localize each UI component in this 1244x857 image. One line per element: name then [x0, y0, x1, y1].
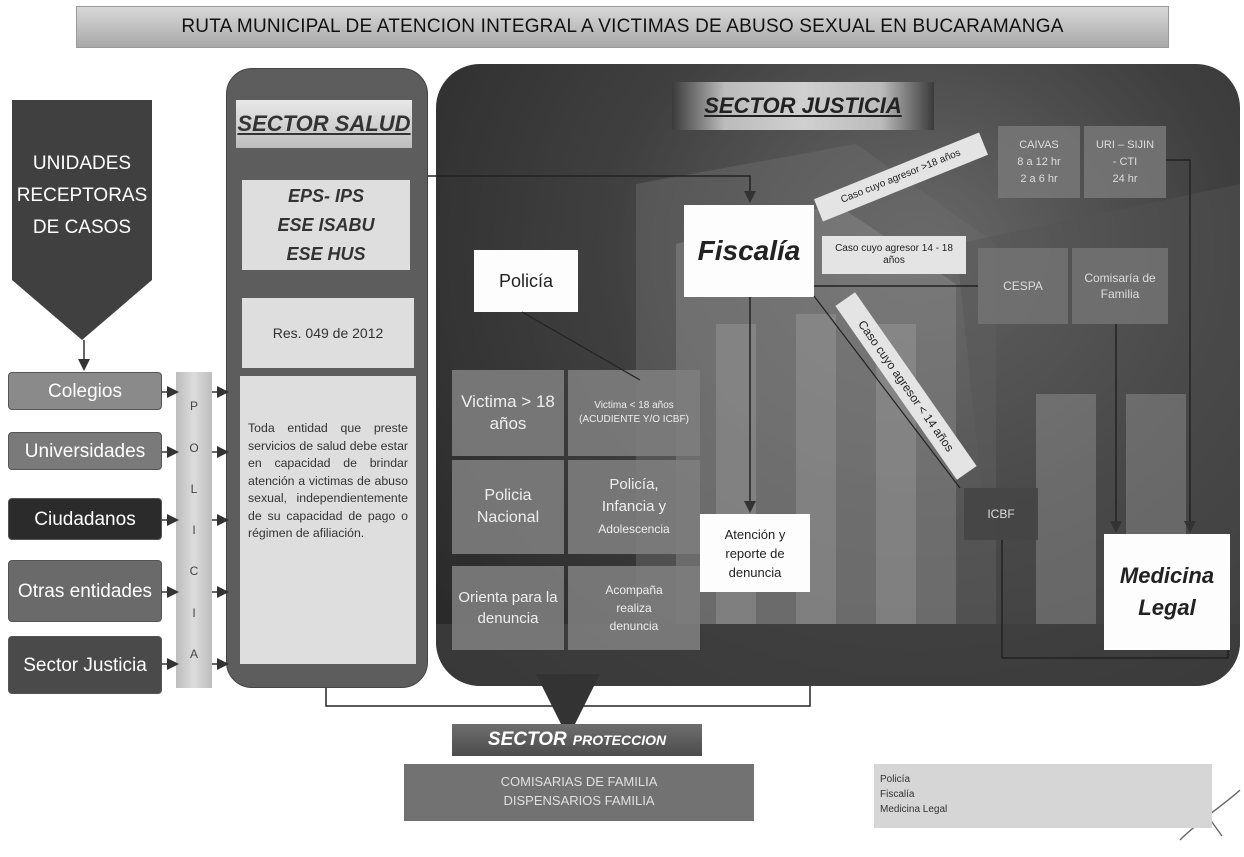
legend-item: Policía	[880, 774, 911, 785]
unidades-line-2: RECEPTORAS	[16, 185, 148, 206]
uri-line: 24 hr	[1112, 172, 1138, 185]
receptora-universidades: Universidades	[8, 432, 162, 470]
victima-mayor-box: Victima > 18 años	[452, 370, 564, 456]
policia-nacional-box: Policia Nacional	[452, 460, 564, 554]
policia-letter: A	[189, 646, 198, 661]
proteccion-title-bold: SECTOR	[487, 729, 567, 750]
legend-box: Policía Fiscalía Medicina Legal	[874, 764, 1212, 828]
sector-salud-title: SECTOR SALUD	[236, 100, 412, 148]
uri-line: URI – SIJIN	[1095, 138, 1155, 151]
salud-entity: EPS- IPS	[287, 186, 365, 206]
page-title: RUTA MUNICIPAL DE ATENCION INTEGRAL A VI…	[76, 6, 1169, 48]
proteccion-line: DISPENSARIOS FAMILIA	[503, 793, 655, 808]
policia-letter: O	[189, 440, 199, 455]
medicina-legal-line: Legal	[1138, 595, 1196, 620]
receptora-otras-entidades: Otras entidades	[8, 560, 162, 622]
unidades-receptoras-shape: UNIDADES RECEPTORAS DE CASOS	[12, 100, 152, 340]
policia-letter: L	[190, 481, 198, 496]
comisaria-box: Comisaría de Familia	[1072, 248, 1168, 324]
policia-infancia-line: Policía,	[609, 476, 659, 493]
acompana-box: Acompaña realiza denuncia	[568, 566, 700, 650]
salud-note: Toda entidad que preste servicios de sal…	[240, 376, 416, 664]
sector-proteccion-title: SECTOR PROTECCION	[452, 724, 702, 756]
icbf-box: ICBF	[964, 488, 1038, 540]
salud-entities-box: EPS- IPS ESE ISABU ESE HUS	[242, 180, 410, 270]
fiscalia-box: Fiscalía	[684, 205, 814, 297]
sector-justicia-title: SECTOR JUSTICIA	[672, 82, 934, 130]
cespa-box: CESPA	[978, 248, 1068, 324]
legend-item: Fiscalía	[880, 789, 915, 800]
uri-line: - CTI	[1112, 155, 1138, 168]
policia-column: P O L I C I A	[176, 372, 212, 688]
caivas-box: CAIVAS 8 a 12 hr 2 a 6 hr	[998, 126, 1080, 198]
uri-sijin-box: URI – SIJIN - CTI 24 hr	[1084, 126, 1166, 198]
atencion-box: Atención y reporte de denuncia	[700, 514, 810, 592]
policia-box: Policía	[474, 250, 578, 312]
policia-infancia-line: Infancia y	[601, 498, 667, 515]
proteccion-line: COMISARIAS DE FAMILIA	[500, 774, 658, 789]
caso-14-18-label: Caso cuyo agresor 14 - 18 años	[822, 236, 966, 274]
receptora-sector-justicia: Sector Justicia	[8, 636, 162, 694]
receptora-colegios: Colegios	[8, 372, 162, 410]
policia-infancia-line: Adolescencia	[598, 522, 670, 536]
medicina-legal-box: Medicina Legal	[1104, 534, 1230, 650]
proteccion-entities-box: COMISARIAS DE FAMILIA DISPENSARIOS FAMIL…	[404, 764, 754, 821]
victima-menor-box: Victima < 18 años (ACUDIENTE Y/O ICBF)	[568, 370, 700, 456]
proteccion-title-rest: PROTECCION	[572, 732, 667, 748]
receptora-ciudadanos: Ciudadanos	[8, 498, 162, 540]
salud-entity: ESE ISABU	[277, 215, 375, 235]
salud-entity: ESE HUS	[286, 244, 366, 264]
policia-infancia-box: Policía, Infancia y Adolescencia	[568, 460, 700, 554]
orienta-box: Orienta para la denuncia	[452, 566, 564, 650]
policia-letter: P	[189, 399, 198, 414]
medicina-legal-line: Medicina	[1119, 563, 1215, 588]
caivas-line: 2 a 6 hr	[1020, 172, 1058, 185]
policia-letter: C	[189, 564, 199, 579]
unidades-line-3: DE CASOS	[32, 217, 132, 238]
resolution-box: Res. 049 de 2012	[242, 298, 414, 368]
policia-letter: I	[192, 605, 196, 620]
caivas-line: CAIVAS	[1019, 138, 1059, 151]
policia-letter: I	[192, 523, 196, 537]
caivas-line: 8 a 12 hr	[1017, 155, 1061, 168]
unidades-line-1: UNIDADES	[32, 153, 132, 174]
legend-item: Medicina Legal	[880, 804, 948, 815]
